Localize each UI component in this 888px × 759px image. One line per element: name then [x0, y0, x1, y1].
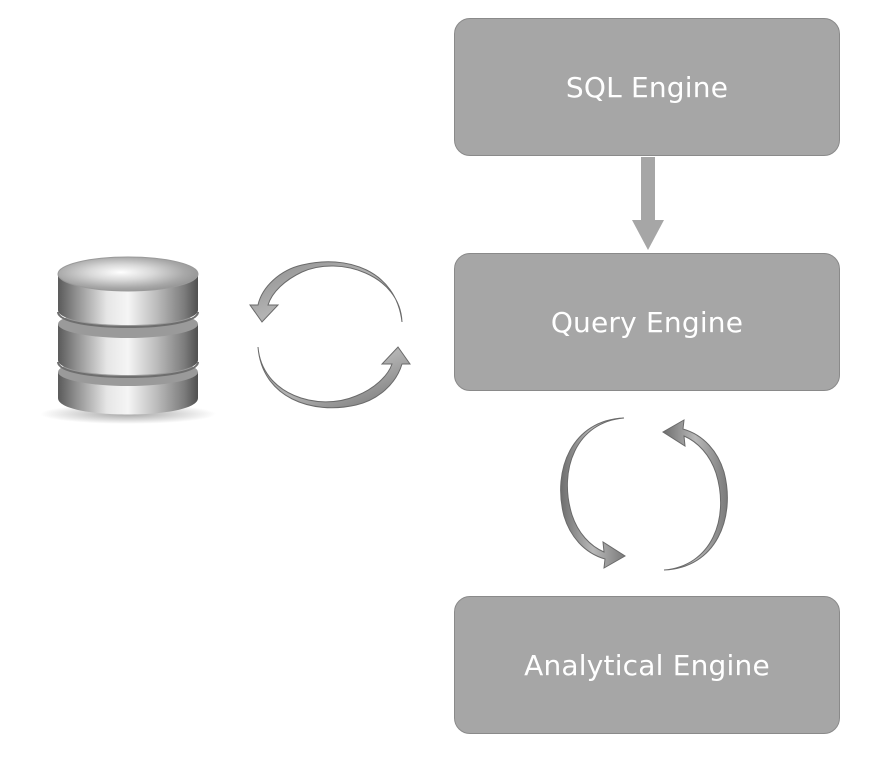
- sql-engine-label: SQL Engine: [565, 70, 729, 104]
- down-arrow-icon: [632, 157, 664, 250]
- sql-engine-box: SQL Engine: [454, 18, 840, 156]
- cycle-arrows-icon: [249, 261, 411, 409]
- query-engine-label: Query Engine: [550, 305, 744, 339]
- database-icon: [40, 256, 216, 424]
- analytical-engine-box: Analytical Engine: [454, 596, 840, 734]
- query-engine-box: Query Engine: [454, 253, 840, 391]
- cycle-arrows-icon: [560, 417, 728, 571]
- analytical-engine-label: Analytical Engine: [524, 648, 770, 682]
